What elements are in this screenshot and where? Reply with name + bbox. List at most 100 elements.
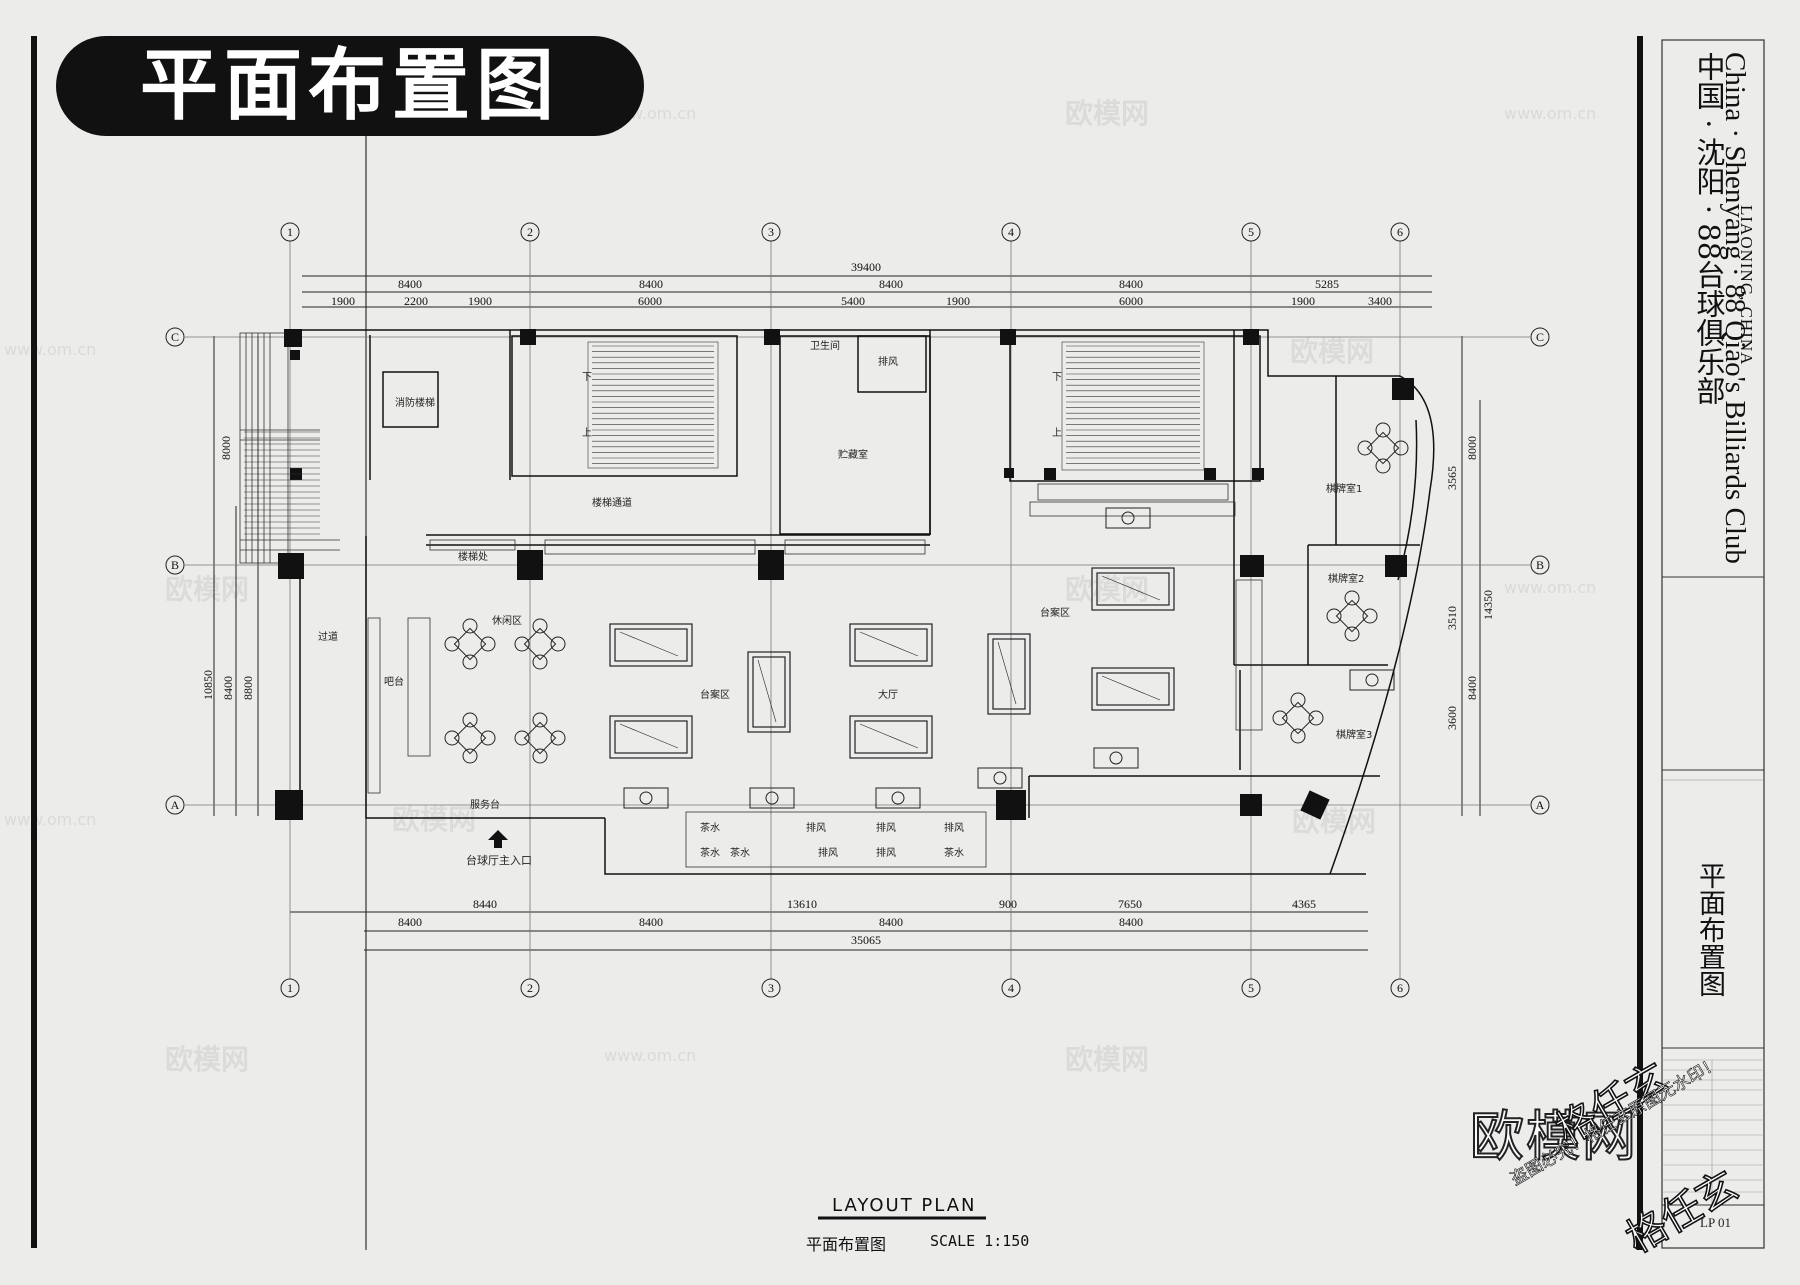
cabinet-label: 茶水 [700, 846, 720, 859]
pool-table-felt [992, 638, 1026, 710]
chair [480, 730, 496, 746]
pool-table [1091, 667, 1175, 711]
pool-table-felt [614, 720, 688, 754]
dim-top-detail: 1900 [1291, 294, 1315, 308]
dim-top-detail: 6000 [638, 294, 662, 308]
chair [480, 636, 496, 652]
pool-cue [997, 641, 1017, 705]
watermark-url: www.om.cn [1504, 578, 1597, 597]
lounge-table [523, 721, 557, 755]
chair [462, 618, 478, 634]
cabinet-label: 排风 [944, 821, 964, 834]
dim-right: 8400 [1465, 676, 1479, 700]
side-table [765, 791, 779, 805]
dim-top-detail: 6000 [1119, 294, 1143, 308]
dim-left: 10850 [201, 670, 215, 700]
grid-row-label: A [1536, 798, 1545, 812]
stair-label-up: 上 [1052, 427, 1062, 439]
watermark-url: www.om.cn [604, 1046, 697, 1065]
chair [1272, 710, 1288, 726]
grid-row-label: B [1536, 558, 1544, 572]
pool-cue [859, 631, 919, 657]
side-table [1365, 673, 1379, 687]
room-label-fire-stair: 消防楼梯 [395, 396, 435, 409]
chair [1375, 458, 1391, 474]
chair [462, 712, 478, 728]
watermark-url: www.om.cn [1504, 104, 1597, 123]
title-banner: 平面布置图 [56, 36, 644, 136]
sofa [1349, 669, 1395, 691]
dim-top-bay: 8400 [1119, 277, 1143, 291]
chair [1362, 608, 1378, 624]
cabinet-label: 排风 [876, 821, 896, 834]
grid-col-label: 4 [1008, 981, 1014, 995]
chair [1344, 590, 1360, 606]
dim-top-detail: 1900 [946, 294, 970, 308]
stair-label-down: 下 [1052, 372, 1062, 383]
pool-table [849, 623, 933, 667]
grid-row-label: A [171, 798, 180, 812]
lounge-table [1366, 431, 1400, 465]
caption-scale: SCALE 1:150 [930, 1232, 1030, 1250]
room-label-vip1: 棋牌室1 [1326, 482, 1362, 495]
sheet-number: LP 01 [1700, 1215, 1731, 1230]
chair [1344, 626, 1360, 642]
room-label-table-area: 台案区 [700, 688, 730, 701]
dim-left: 8800 [241, 676, 255, 700]
chair [532, 748, 548, 764]
room-label-vip2: 棋牌室2 [1328, 572, 1364, 585]
watermark: 欧模网 [165, 1043, 250, 1076]
pool-table-felt [614, 628, 688, 662]
caption-subtitle: 平面布置图 [806, 1235, 887, 1254]
room-label-counter: 服务台 [470, 798, 500, 811]
grid-col-label: 3 [768, 225, 774, 239]
dim-bottom-bay: 8400 [879, 915, 903, 929]
room-label-entrance: 台球厅主入口 [466, 853, 532, 867]
cabinet-label: 排风 [876, 846, 896, 859]
chair [462, 748, 478, 764]
grid-col-label: 3 [768, 981, 774, 995]
dim-right: 3600 [1445, 706, 1459, 730]
pool-cue [619, 723, 679, 749]
dim-top-detail: 1900 [331, 294, 355, 308]
dim-bottom-bay: 8400 [639, 915, 663, 929]
dim-left: 8000 [219, 436, 233, 460]
chair [444, 636, 460, 652]
sofa [875, 787, 921, 809]
pool-table [987, 633, 1031, 715]
sofa [623, 787, 669, 809]
dim-top-total: 39400 [851, 260, 881, 274]
grid-col-label: 6 [1397, 225, 1403, 239]
grid-row-label: C [1536, 330, 1544, 344]
dim-bottom-upper: 7650 [1118, 897, 1142, 911]
pool-table [849, 715, 933, 759]
dim-top-detail: 3400 [1368, 294, 1392, 308]
pool-table [609, 715, 693, 759]
lounge-table [453, 627, 487, 661]
cabinet-label: 排风 [818, 846, 838, 859]
dim-top-bay: 5285 [1315, 277, 1339, 291]
dim-right: 3510 [1445, 606, 1459, 630]
room-label-hall: 大厅 [878, 688, 898, 701]
room-label-vip3: 棋牌室3 [1336, 728, 1372, 741]
dim-bottom-bay: 8400 [398, 915, 422, 929]
grid-col-label: 2 [527, 225, 533, 239]
stair-label-up: 上 [582, 427, 592, 439]
dim-right: 8000 [1465, 436, 1479, 460]
chair [550, 636, 566, 652]
lounge-table [453, 721, 487, 755]
grid-col-label: 5 [1248, 981, 1254, 995]
dim-top-bay: 8400 [639, 277, 663, 291]
chair [550, 730, 566, 746]
brand-logo: 欧模网 [1469, 1104, 1638, 1169]
grid-col-label: 2 [527, 981, 533, 995]
pool-table-felt [752, 656, 786, 728]
grid-col-label: 1 [287, 225, 293, 239]
pool-cue [859, 723, 919, 749]
sheet-name: 平面布置图 [1694, 862, 1725, 997]
watermark: 欧模网 [1065, 97, 1150, 130]
room-label-table-area-2: 台案区 [1040, 606, 1070, 619]
grid-row-label: B [171, 558, 179, 572]
